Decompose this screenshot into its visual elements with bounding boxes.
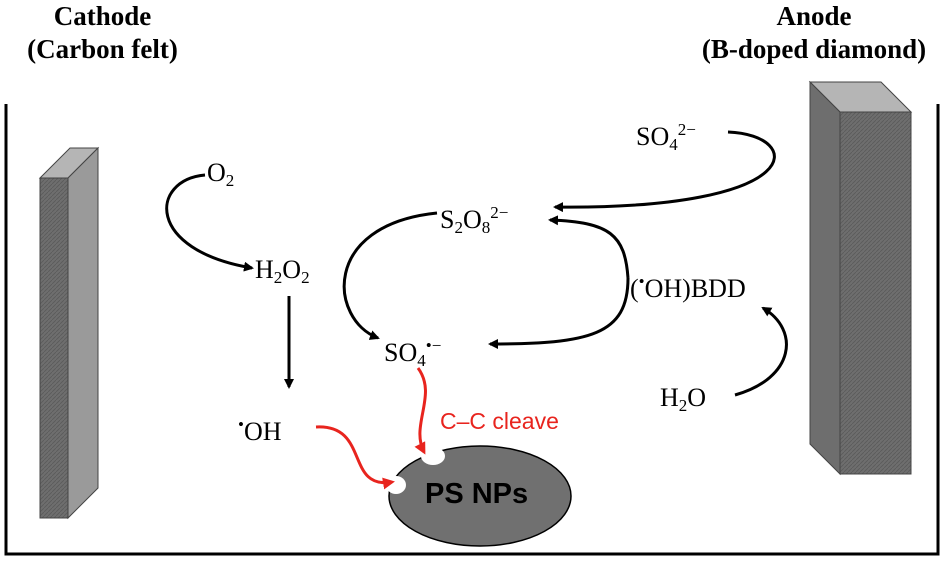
ps-nanoparticle [388, 445, 572, 547]
sulfate-to-persulfate-arrow [553, 130, 776, 213]
water-to-bdd-arrow [734, 306, 788, 397]
bdd-to-persulfate-arrow [548, 215, 630, 279]
o2-to-h2o2-arrow [165, 173, 254, 272]
cathode-title: Cathode [53, 1, 152, 31]
cleave-label: C–C cleave [440, 408, 559, 434]
attack-site-left [386, 476, 406, 494]
nanoparticle-label: PS NPs [425, 478, 529, 510]
o2-label: O2 [207, 158, 235, 190]
persulfate-to-radical-arrow [342, 211, 438, 340]
cathode-material: (Carbon felt) [27, 34, 178, 64]
anode-heading: Anode (B-doped diamond) [684, 0, 944, 66]
sulfate-ion-label: SO42− [636, 120, 696, 154]
sulfate-radical-label: SO4•− [384, 336, 442, 370]
oh-attack-arrow [315, 425, 395, 490]
water-label: H2O [660, 383, 707, 415]
electrolytic-cell [4, 104, 940, 556]
anode-title: Anode [776, 1, 852, 31]
anode-material: (B-doped diamond) [701, 34, 927, 64]
sulfate-radical-attack-arrow [414, 367, 427, 455]
h2o2-label: H2O2 [255, 255, 310, 287]
oh-radical-label: •OH [238, 415, 282, 446]
bdd-radical-label: (•OH)BDD [630, 272, 746, 303]
bdd-to-radical-arrow [488, 277, 630, 349]
persulfate-label: S2O82− [440, 203, 509, 237]
anode-electrode [808, 80, 913, 476]
cathode-heading: Cathode (Carbon felt) [0, 0, 205, 66]
attack-site-top [421, 447, 445, 465]
cathode-electrode [38, 146, 100, 520]
